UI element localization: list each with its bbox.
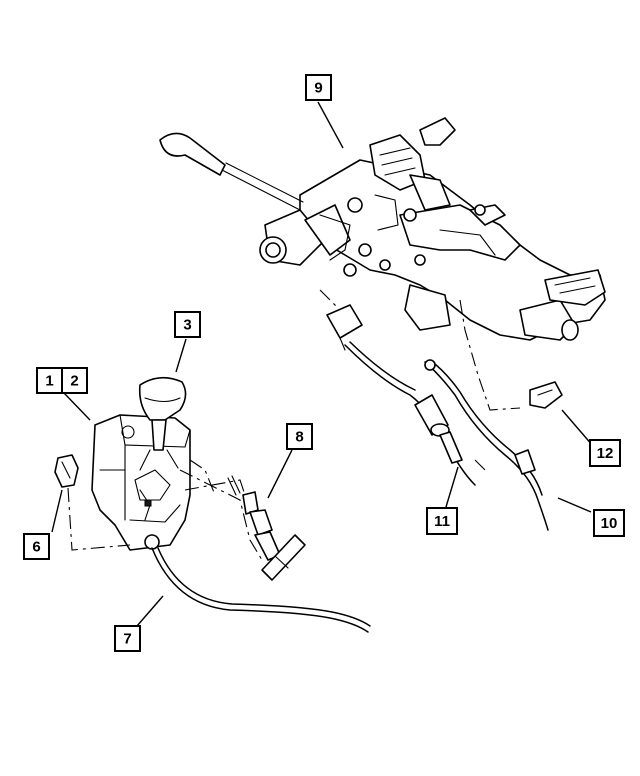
- callout-2: 2: [61, 367, 88, 394]
- steering-column-assembly: [159, 117, 606, 341]
- cable-adjuster: [227, 475, 306, 581]
- callout-6-label: 6: [32, 539, 40, 556]
- callout-7-label: 7: [123, 631, 131, 648]
- callout-3-label: 3: [183, 317, 191, 334]
- routing-lines: [67, 289, 521, 561]
- leader-lines: [51, 101, 594, 627]
- callout-11-label: 11: [434, 513, 450, 530]
- callout-8-label: 8: [295, 429, 303, 446]
- callout-1: 1: [36, 367, 63, 394]
- callout-8: 8: [286, 423, 313, 450]
- callout-9-label: 9: [314, 80, 322, 97]
- callout-10: 10: [593, 509, 625, 537]
- retaining-clip: [54, 454, 79, 488]
- callout-11: 11: [426, 507, 458, 535]
- callout-12: 12: [589, 439, 621, 467]
- shift-cable: [151, 547, 371, 633]
- park-lock-cable: [326, 304, 549, 531]
- callout-9: 9: [305, 74, 332, 101]
- callout-2-label: 2: [70, 373, 78, 390]
- callout-12-label: 12: [597, 445, 614, 462]
- callout-6: 6: [23, 533, 50, 560]
- callout-1-label: 1: [45, 373, 53, 390]
- callout-7: 7: [114, 625, 141, 652]
- callout-10-label: 10: [601, 515, 618, 532]
- shifter-assembly: [91, 376, 191, 551]
- callout-3: 3: [174, 311, 201, 338]
- cable-clip: [529, 381, 563, 409]
